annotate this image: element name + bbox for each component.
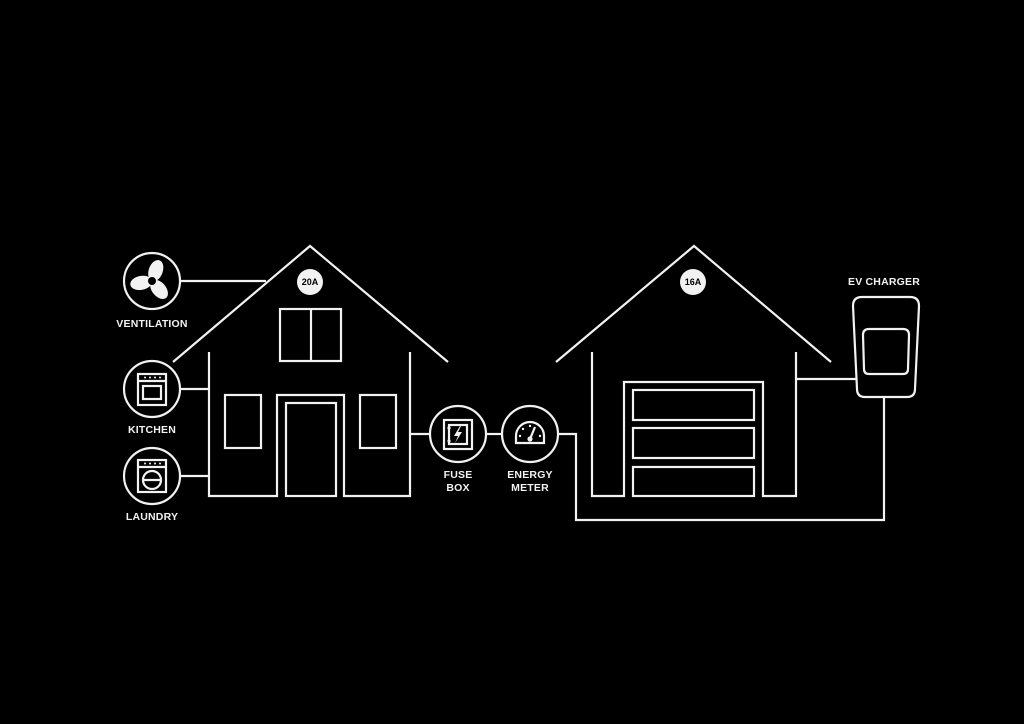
garage-door-panel-1: [631, 388, 756, 422]
energy-meter-label-line2: METER: [511, 482, 549, 494]
washing-machine-icon: [136, 458, 168, 494]
kitchen-label: KITCHEN: [127, 424, 177, 436]
fuse-box-label: FUSE BOX: [428, 469, 488, 495]
energy-meter-label-line1: ENERGY: [507, 469, 553, 481]
house-right-window: [358, 393, 398, 450]
ev-charger-label: EV CHARGER: [847, 276, 920, 288]
house: [172, 244, 449, 498]
kitchen-node: [122, 359, 209, 419]
ventilation-node: [122, 251, 266, 311]
fuse-box-icon: [442, 418, 474, 451]
laundry-node: [122, 446, 209, 506]
gauge-icon: [514, 420, 546, 445]
energy-meter-label: ENERGY METER: [495, 469, 565, 495]
house-walls: [207, 352, 412, 498]
oven-icon: [136, 372, 168, 407]
garage-walls: [590, 352, 798, 498]
garage-breaker-badge: 16A: [680, 269, 706, 295]
fuse-box-label-line1: FUSE: [443, 469, 473, 481]
garage-door-panel-2: [631, 426, 756, 460]
fan-icon: [130, 260, 168, 299]
laundry-label: LAUNDRY: [125, 511, 179, 523]
ventilation-label: VENTILATION: [116, 318, 188, 330]
garage-door-panel-3: [631, 465, 756, 498]
house-roof: [172, 244, 449, 363]
house-door: [284, 401, 338, 498]
garage-roof: [555, 244, 832, 363]
fuse-box-label-line2: BOX: [446, 482, 470, 494]
meter-to-charger-wire: [558, 397, 886, 522]
fuse-box-node: [428, 404, 488, 464]
ev-charger-icon: [851, 295, 921, 399]
house-breaker-badge: 20A: [297, 269, 323, 295]
garage: [555, 244, 832, 498]
energy-meter-node: [500, 404, 560, 464]
house-left-window: [223, 393, 263, 450]
